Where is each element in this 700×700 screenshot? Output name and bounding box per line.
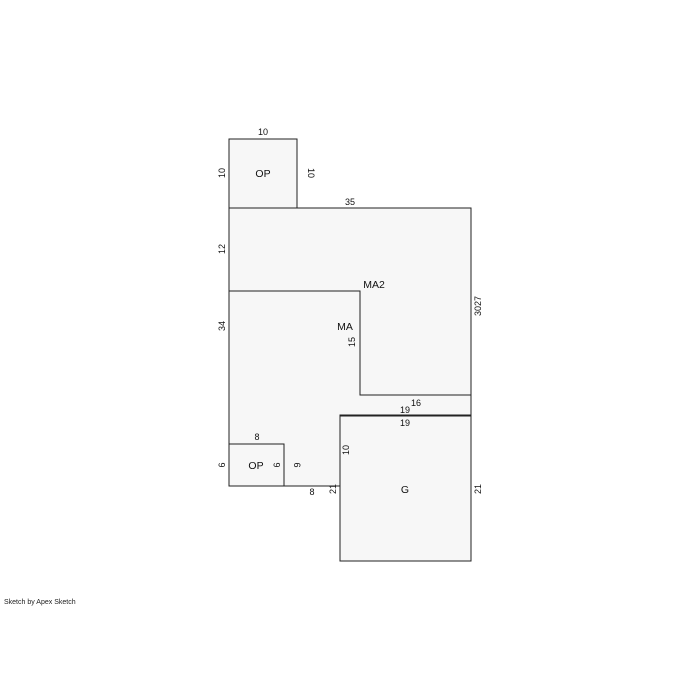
op-top-area xyxy=(228,138,298,209)
dim-g-left-lower: 21 xyxy=(328,484,338,494)
dim-ma2-bottom: 16 xyxy=(411,398,421,408)
op-bottom-area xyxy=(228,443,285,487)
dim-g-top-inner: 19 xyxy=(400,418,410,428)
ma2-ma-partition xyxy=(229,290,471,396)
dim-op-bottom-left: 6 xyxy=(217,462,227,467)
room-label-ma: MA xyxy=(337,321,353,333)
dim-ma2-left: 12 xyxy=(217,244,227,254)
dim-ma-left: 34 xyxy=(217,321,227,331)
dim-op-bottom-right-outer: 6 xyxy=(292,462,302,467)
dim-ma2-inner: 15 xyxy=(347,337,357,347)
dim-op-top-width: 10 xyxy=(258,127,268,137)
room-label-ma2: MA2 xyxy=(363,279,385,291)
dim-op-top-left: 10 xyxy=(217,168,227,178)
sketch-credit: Sketch by Apex Sketch xyxy=(4,599,76,606)
dim-op-top-right: 10 xyxy=(306,168,316,178)
room-label-op-top: OP xyxy=(255,168,270,180)
dim-g-right: 21 xyxy=(473,484,483,494)
dim-op-bottom-right: 6 xyxy=(272,462,282,467)
dim-op-bottom-top: 8 xyxy=(254,432,259,442)
garage-area xyxy=(339,415,472,562)
dim-right-side: 3027 xyxy=(473,296,483,316)
dim-ma2-top: 35 xyxy=(345,197,355,207)
dim-g-left-upper: 10 xyxy=(341,445,351,455)
dim-op-bottom-bottom: 8 xyxy=(309,487,314,497)
dim-g-top-outer: 19 xyxy=(400,405,410,415)
room-label-op-bottom: OP xyxy=(248,460,263,472)
room-label-garage: G xyxy=(401,484,409,496)
